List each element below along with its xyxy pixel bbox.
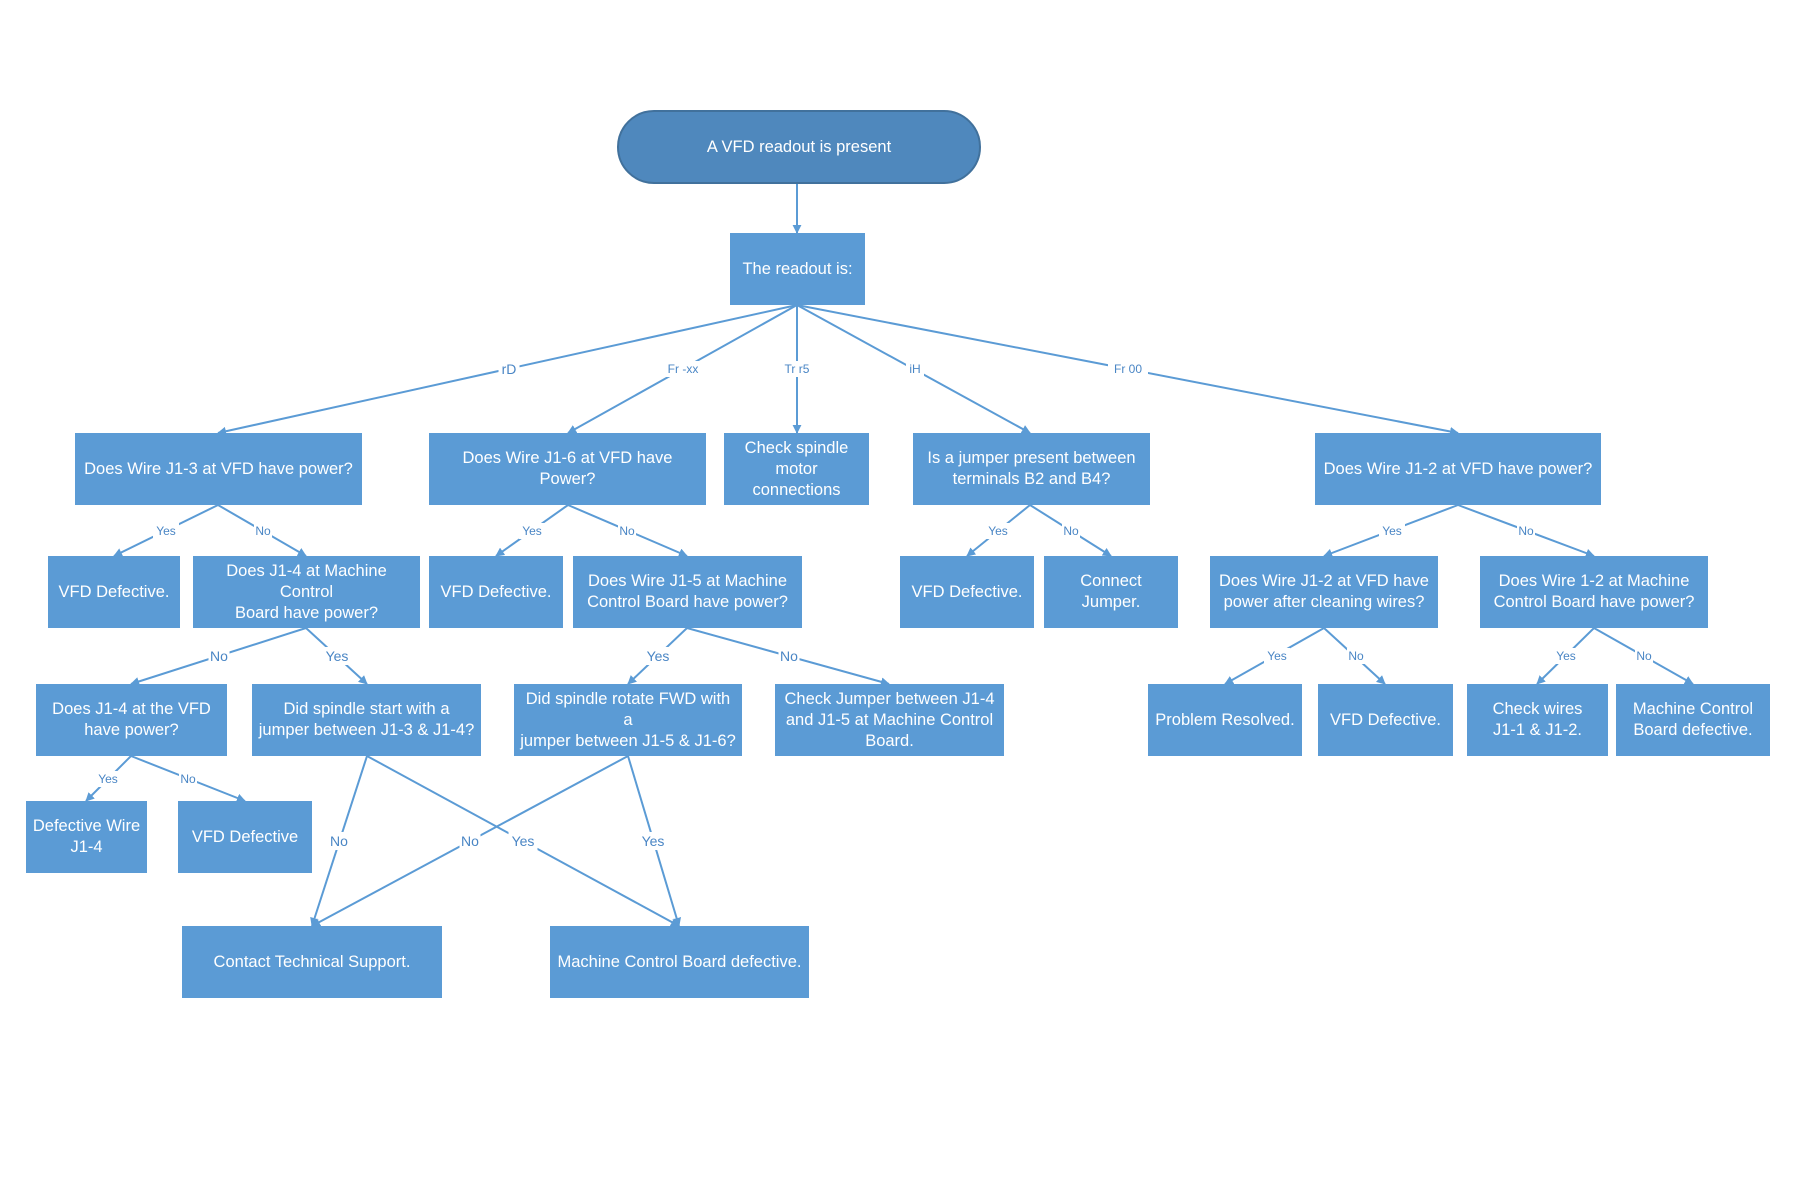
question-wire-j1-3-power: Does Wire J1-3 at VFD have power? [75, 433, 362, 505]
edge-label-yes-background [519, 523, 545, 539]
question-wire-j1-2-power: Does Wire J1-2 at VFD have power? [1315, 433, 1601, 505]
edge-label-no-background [179, 771, 197, 787]
edge-label-yes: Yes [988, 524, 1008, 538]
edge-label-tr-r5-background [777, 361, 817, 377]
question-j1-4-machine-board: Does J1-4 at Machine Control Board have … [193, 556, 420, 628]
edge-label-yes: Yes [1382, 524, 1402, 538]
edge-label-no-background [254, 523, 272, 539]
edge-label-no: No [330, 833, 348, 849]
vfd-defective-box: VFD Defective. [48, 556, 180, 628]
question-spindle-start-jumper: Did spindle start with a jumper between … [252, 684, 481, 756]
question-jumper-b2-b4: Is a jumper present between terminals B2… [913, 433, 1150, 505]
readout-node: The readout is: [730, 233, 865, 305]
vfd-defective-box: VFD Defective [178, 801, 312, 873]
edge-label-ih-background [906, 361, 924, 377]
edge-label-yes: Yes [642, 833, 665, 849]
vfd-defective-box: VFD Defective. [900, 556, 1034, 628]
edge-label-no: No [1518, 524, 1534, 538]
vfd-defective-box: VFD Defective. [1318, 684, 1453, 756]
edge-label-no-background [1347, 648, 1365, 664]
edge-label-fr-00: Fr 00 [1114, 362, 1142, 376]
edge-label-no: No [461, 833, 479, 849]
edge-label-no-background [1517, 523, 1535, 539]
check-wires-j1-1-j1-2: Check wires J1-1 & J1-2. [1467, 684, 1608, 756]
edge-label-rd-background [498, 360, 520, 378]
check-spindle-motor-connections: Check spindle motor connections [724, 433, 869, 505]
edge-label-no: No [180, 772, 196, 786]
defective-wire-j1-4-box: Defective Wire J1-4 [26, 801, 147, 873]
edge-label-fr-00-background [1108, 361, 1148, 377]
edge-label-yes-background [1379, 523, 1405, 539]
problem-resolved-box: Problem Resolved. [1148, 684, 1302, 756]
edge-label-yes-background [643, 647, 673, 665]
edge-label-no-background [208, 647, 230, 665]
edge-label-yes-background [95, 771, 121, 787]
edge-label-fr-xx-background [659, 361, 707, 377]
vfd-defective-box: VFD Defective. [429, 556, 563, 628]
machine-control-board-defective-box: Machine Control Board defective. [550, 926, 809, 998]
connect-jumper-box: Connect Jumper. [1044, 556, 1178, 628]
edge-label-no: No [1063, 524, 1079, 538]
edge-label-no: No [619, 524, 635, 538]
edge-label-no: No [1348, 649, 1364, 663]
edge-label-yes-background [1553, 648, 1579, 664]
edge-label-no: No [210, 648, 228, 664]
start-node: A VFD readout is present [617, 110, 981, 184]
edge-label-yes-background [153, 523, 179, 539]
edge-label-yes: Yes [98, 772, 118, 786]
edge-label-yes: Yes [1267, 649, 1287, 663]
edge-label-rd: rD [502, 361, 517, 377]
check-jumper-j1-4-j1-5: Check Jumper between J1-4 and J1-5 at Ma… [775, 684, 1004, 756]
edge-label-no-background [618, 523, 636, 539]
question-j1-4-at-vfd: Does J1-4 at the VFD have power? [36, 684, 227, 756]
edge-label-yes: Yes [156, 524, 176, 538]
edge-label-yes-background [985, 523, 1011, 539]
contact-technical-support-box: Contact Technical Support. [182, 926, 442, 998]
question-wire-1-2-machine-board: Does Wire 1-2 at Machine Control Board h… [1480, 556, 1708, 628]
edge-label-yes: Yes [522, 524, 542, 538]
edge-label-no-background [778, 647, 800, 665]
edge-label-yes: Yes [326, 648, 349, 664]
edge-label-yes: Yes [1556, 649, 1576, 663]
question-wire-j1-5-machine-board: Does Wire J1-5 at Machine Control Board … [573, 556, 802, 628]
edge-label-no: No [255, 524, 271, 538]
edge-label-yes-background [508, 832, 538, 850]
edge-label-ih: iH [909, 362, 920, 376]
machine-control-board-defective-box: Machine Control Board defective. [1616, 684, 1770, 756]
edge-label-yes-background [322, 647, 352, 665]
edge-label-no-background [1062, 523, 1080, 539]
edge-label-no-background [459, 832, 481, 850]
edge-label-no: No [1636, 649, 1652, 663]
edge-label-no-background [328, 832, 350, 850]
edge-label-no: No [780, 648, 798, 664]
question-wire-j1-2-after-cleaning: Does Wire J1-2 at VFD have power after c… [1210, 556, 1438, 628]
edge-label-fr-xx: Fr -xx [668, 362, 699, 376]
question-spindle-rotate-fwd: Did spindle rotate FWD with a jumper bet… [514, 684, 742, 756]
edge-label-yes: Yes [647, 648, 670, 664]
question-wire-j1-6-power: Does Wire J1-6 at VFD have Power? [429, 433, 706, 505]
edge-label-yes: Yes [512, 833, 535, 849]
edge-label-no-background [1635, 648, 1653, 664]
edge-label-yes-background [638, 832, 668, 850]
edge-label-tr-r5: Tr r5 [785, 362, 810, 376]
edge-label-yes-background [1264, 648, 1290, 664]
